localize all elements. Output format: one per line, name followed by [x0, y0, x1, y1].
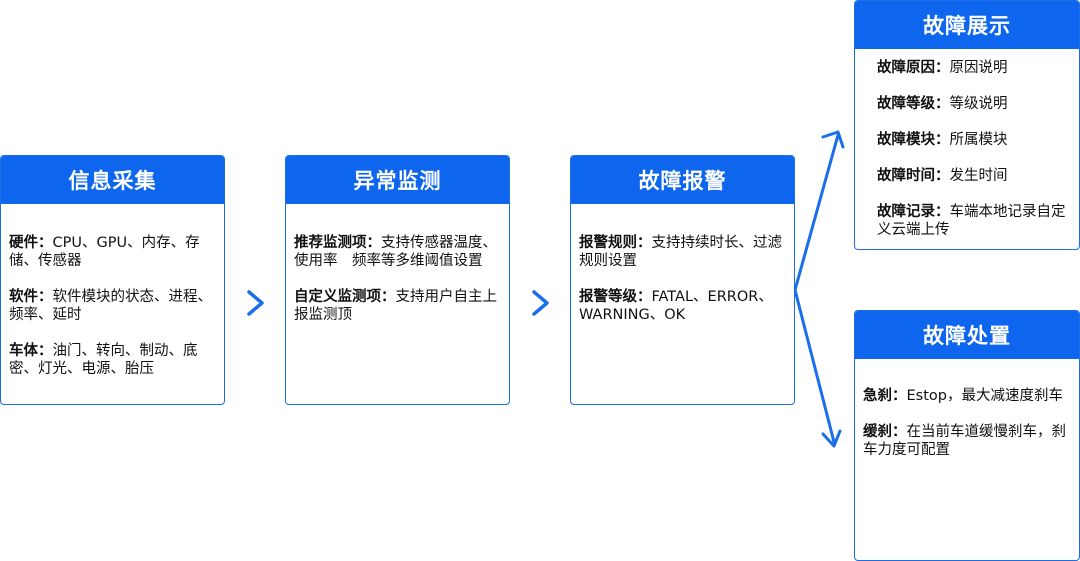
box-content: 故障原因：原因说明 故障等级：等级说明 故障模块：所属模块 故障时间：发生时间 … — [855, 49, 1079, 239]
list-item: 自定义监测项：支持用户自主上报监测顶 — [294, 288, 501, 324]
item-text: 车端本地记录自定义云端上传 — [877, 204, 1066, 238]
item-key: 软件： — [9, 289, 53, 305]
list-item: 故障等级：等级说明 — [877, 95, 1073, 113]
list-item: 推荐监测项：支持传感器温度、使用率 频率等多维阈值设置 — [294, 234, 501, 270]
item-text: FATAL、ERROR、WARNING、OK — [579, 289, 773, 323]
list-item: 急刹：Estop，最大减速度刹车 — [863, 387, 1071, 405]
item-text: 油门、转向、制动、底密、灯光、电源、胎压 — [9, 343, 198, 377]
item-text: 在当前车道缓慢刹车，刹车力度可配置 — [863, 424, 1066, 458]
box-title: 故障处置 — [855, 311, 1079, 359]
list-item: 缓刹：在当前车道缓慢刹车，刹车力度可配置 — [863, 423, 1071, 459]
item-text: 原因说明 — [949, 60, 1008, 76]
list-item: 软件：软件模块的状态、进程、频率、延时 — [9, 288, 216, 324]
box-title: 信息采集 — [1, 156, 224, 204]
item-key: 缓刹： — [863, 424, 907, 440]
list-item: 故障模块：所属模块 — [877, 131, 1073, 149]
fault-handling-box: 故障处置 急刹：Estop，最大减速度刹车 缓刹：在当前车道缓慢刹车，刹车力度可… — [854, 310, 1080, 561]
item-key: 故障时间： — [877, 168, 950, 184]
list-item: 故障时间：发生时间 — [877, 167, 1073, 185]
item-text: 软件模块的状态、进程、频率、延时 — [9, 289, 212, 323]
item-text: 等级说明 — [949, 96, 1008, 112]
box-content: 推荐监测项：支持传感器温度、使用率 频率等多维阈值设置 自定义监测项：支持用户自… — [286, 204, 509, 324]
box-content: 硬件：CPU、GPU、内存、存储、传感器 软件：软件模块的状态、进程、频率、延时… — [1, 204, 224, 378]
item-key: 报警等级： — [579, 289, 652, 305]
item-text: 支持用户自主上报监测顶 — [294, 289, 497, 323]
box-content: 急刹：Estop，最大减速度刹车 缓刹：在当前车道缓慢刹车，刹车力度可配置 — [855, 359, 1079, 459]
item-text: 支持持续时长、过滤规则设置 — [579, 235, 782, 269]
arrow-down-icon — [821, 429, 842, 448]
list-item: 故障原因：原因说明 — [877, 59, 1073, 77]
list-item: 故障记录：车端本地记录自定义云端上传 — [877, 203, 1073, 239]
fault-alarm-box: 故障报警 报警规则：支持持续时长、过滤规则设置 报警等级：FATAL、ERROR… — [570, 155, 795, 405]
branch-line-up — [793, 133, 840, 292]
item-text: 所属模块 — [949, 132, 1008, 148]
list-item: 报警等级：FATAL、ERROR、WARNING、OK — [579, 288, 786, 324]
item-text: Estop，最大减速度刹车 — [906, 388, 1063, 404]
anomaly-monitoring-box: 异常监测 推荐监测项：支持传感器温度、使用率 频率等多维阈值设置 自定义监测项：… — [285, 155, 510, 405]
chevron-right-icon — [532, 290, 549, 316]
item-text: CPU、GPU、内存、存储、传感器 — [9, 235, 200, 269]
box-title: 故障报警 — [571, 156, 794, 204]
item-text: 支持传感器温度、使用率 频率等多维阈值设置 — [294, 235, 497, 269]
item-key: 故障模块： — [877, 132, 950, 148]
list-item: 硬件：CPU、GPU、内存、存储、传感器 — [9, 234, 216, 270]
box-title: 故障展示 — [855, 1, 1079, 49]
chevron-right-icon — [247, 290, 264, 316]
item-key: 车体： — [9, 343, 53, 359]
item-key: 故障记录： — [877, 204, 950, 220]
list-item: 车体：油门、转向、制动、底密、灯光、电源、胎压 — [9, 342, 216, 378]
item-key: 急刹： — [863, 388, 907, 404]
arrow-up-icon — [821, 130, 845, 149]
box-title: 异常监测 — [286, 156, 509, 204]
item-text: 发生时间 — [949, 168, 1008, 184]
item-key: 硬件： — [9, 235, 53, 251]
item-key: 报警规则： — [579, 235, 652, 251]
list-item: 报警规则：支持持续时长、过滤规则设置 — [579, 234, 786, 270]
fault-display-box: 故障展示 故障原因：原因说明 故障等级：等级说明 故障模块：所属模块 故障时间：… — [854, 0, 1080, 250]
info-collection-box: 信息采集 硬件：CPU、GPU、内存、存储、传感器 软件：软件模块的状态、进程、… — [0, 155, 225, 405]
box-content: 报警规则：支持持续时长、过滤规则设置 报警等级：FATAL、ERROR、WARN… — [571, 204, 794, 324]
item-key: 推荐监测项： — [294, 235, 381, 251]
item-key: 故障等级： — [877, 96, 950, 112]
branch-line-down — [793, 288, 836, 444]
item-key: 自定义监测项： — [294, 289, 396, 305]
item-key: 故障原因： — [877, 60, 950, 76]
